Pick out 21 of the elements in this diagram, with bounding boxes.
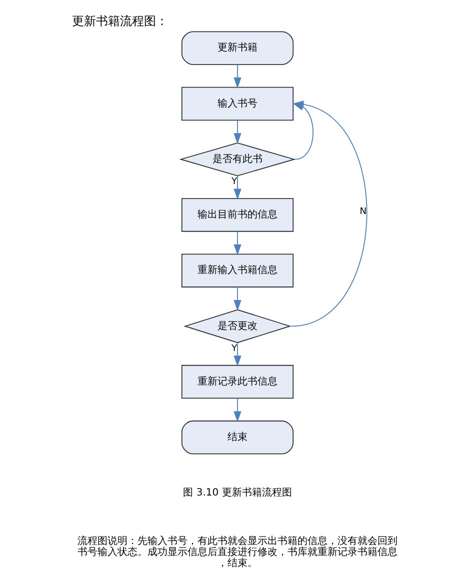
node-box: 更新书籍 [181, 31, 294, 65]
arrow [234, 120, 242, 144]
node-diamond: 是否有此书 [179, 142, 296, 176]
node-diamond: 是否更改 [184, 309, 292, 344]
node-box: 重新输入书籍信息 [181, 254, 294, 288]
edge-label: N [360, 206, 367, 217]
arrow [234, 175, 242, 200]
arrow [234, 64, 242, 88]
node-box: 输出目前书的信息 [181, 198, 294, 232]
arrow [234, 342, 242, 367]
diagram-title: 更新书籍流程图： [72, 14, 168, 28]
node-box: 重新记录此书信息 [181, 364, 294, 399]
arrow [234, 230, 242, 256]
caption: 图 3.10 更新书籍流程图 [183, 488, 292, 499]
edge-label: Y [232, 177, 238, 188]
edge-label: Y [232, 344, 238, 354]
arrow [234, 286, 242, 311]
node-box: 结束 [181, 420, 294, 454]
node-box: 输入书号 [181, 86, 294, 121]
label: 流程图说明：先输入书号，有此书就会显示出书籍的信息，没有就会回到书号输入状态。成功显示信息后直接进行修改，书库就重新记录书籍信息，结束。 [78, 536, 398, 569]
arrow [234, 398, 242, 422]
